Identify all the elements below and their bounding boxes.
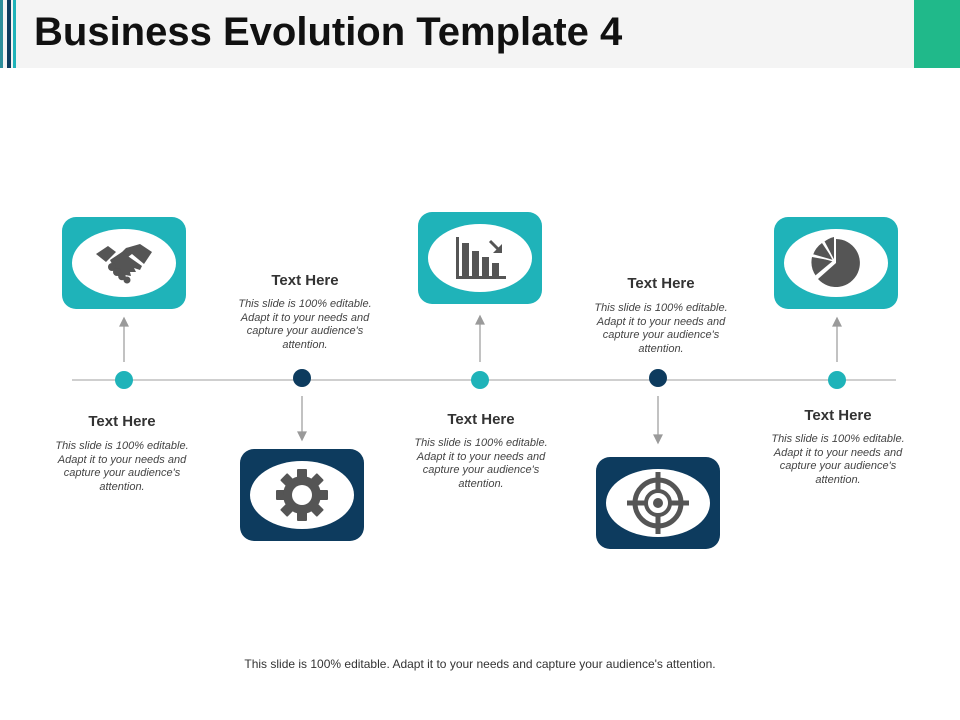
step-2-text: This slide is 100% editable. Adapt it to… (238, 298, 372, 351)
target-icon (627, 472, 689, 534)
header-stripe (13, 0, 16, 68)
footer-note: This slide is 100% editable. Adapt it to… (244, 657, 716, 671)
timeline-dot-1 (115, 371, 133, 389)
header-band (0, 0, 960, 68)
header-stripe (7, 0, 11, 68)
bar-chart-decline-icon (456, 237, 506, 279)
step-5-heading: Text Here (804, 407, 872, 424)
step-3-heading: Text Here (447, 411, 515, 428)
step-5-icon-card (774, 217, 898, 309)
pie-chart-icon (811, 237, 860, 287)
timeline-dot-2 (293, 369, 311, 387)
header-stripe (0, 0, 3, 68)
arrow-up-3-head (475, 314, 485, 325)
arrow-up-5-head (832, 316, 842, 327)
step-5-text: This slide is 100% editable. Adapt it to… (771, 433, 905, 486)
step-3-text: This slide is 100% editable. Adapt it to… (414, 437, 548, 490)
arrow-down-4-head (653, 434, 663, 445)
timeline-dot-5 (828, 371, 846, 389)
step-4-heading: Text Here (627, 275, 695, 292)
step-2-heading: Text Here (271, 272, 339, 289)
header-accent-block (914, 0, 960, 68)
step-4-text: This slide is 100% editable. Adapt it to… (594, 302, 728, 355)
timeline-dot-3 (471, 371, 489, 389)
handshake-icon (96, 244, 152, 284)
step-1-icon-card (62, 217, 186, 309)
step-4-icon-card (596, 457, 720, 549)
step-2-icon-card (240, 449, 364, 541)
step-1-text: This slide is 100% editable. Adapt it to… (55, 440, 189, 493)
timeline-dot-4 (649, 369, 667, 387)
arrow-up-1-head (119, 316, 129, 327)
arrow-down-2-head (297, 431, 307, 442)
page-title: Business Evolution Template 4 (34, 10, 623, 54)
gear-icon (276, 469, 328, 521)
step-3-icon-card (418, 212, 542, 304)
step-1-heading: Text Here (88, 413, 156, 430)
